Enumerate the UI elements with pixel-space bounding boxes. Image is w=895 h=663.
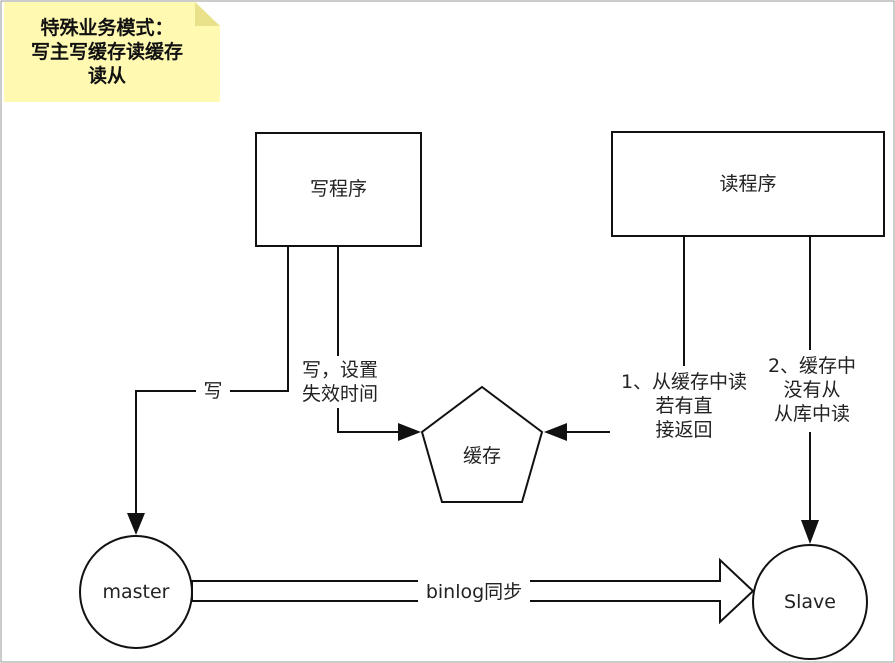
master-label: master — [102, 581, 170, 603]
label-bg-read-cache — [610, 366, 760, 448]
sticky-note — [4, 2, 220, 102]
label-bg-read-slave — [764, 350, 862, 432]
read-program-label: 读程序 — [719, 173, 777, 195]
arrowhead-master — [127, 513, 145, 535]
write-program-box — [255, 132, 422, 247]
edge-label-read-slave: 2、缓存中 没有从 从库中读 — [767, 355, 857, 425]
label-bg-write-cache — [292, 356, 388, 408]
edge-write-cache — [337, 246, 400, 433]
read-program-box — [611, 131, 885, 237]
edge-label-binlog: binlog同步 — [425, 581, 523, 603]
write-program-label: 写程序 — [309, 178, 367, 200]
arrowhead-cache-left — [398, 423, 421, 441]
label-bg-binlog — [418, 578, 530, 604]
edge-label-write-master: 写 — [203, 380, 223, 402]
cache-label: 缓存 — [462, 445, 501, 467]
arrowhead-cache-right — [544, 423, 567, 441]
slave-label: Slave — [784, 591, 836, 613]
label-bg-write — [196, 376, 230, 404]
edge-label-write-cache: 写，设置 失效时间 — [301, 359, 378, 405]
note-text: 特殊业务模式： 写主写缓存读缓存 读从 — [30, 17, 183, 87]
sticky-note-fold — [195, 2, 220, 26]
cache-pentagon — [420, 385, 544, 503]
arrowhead-slave — [801, 520, 819, 544]
edge-label-read-cache: 1、从缓存中读 若有直 接返回 — [620, 371, 748, 441]
slave-circle — [752, 544, 868, 660]
